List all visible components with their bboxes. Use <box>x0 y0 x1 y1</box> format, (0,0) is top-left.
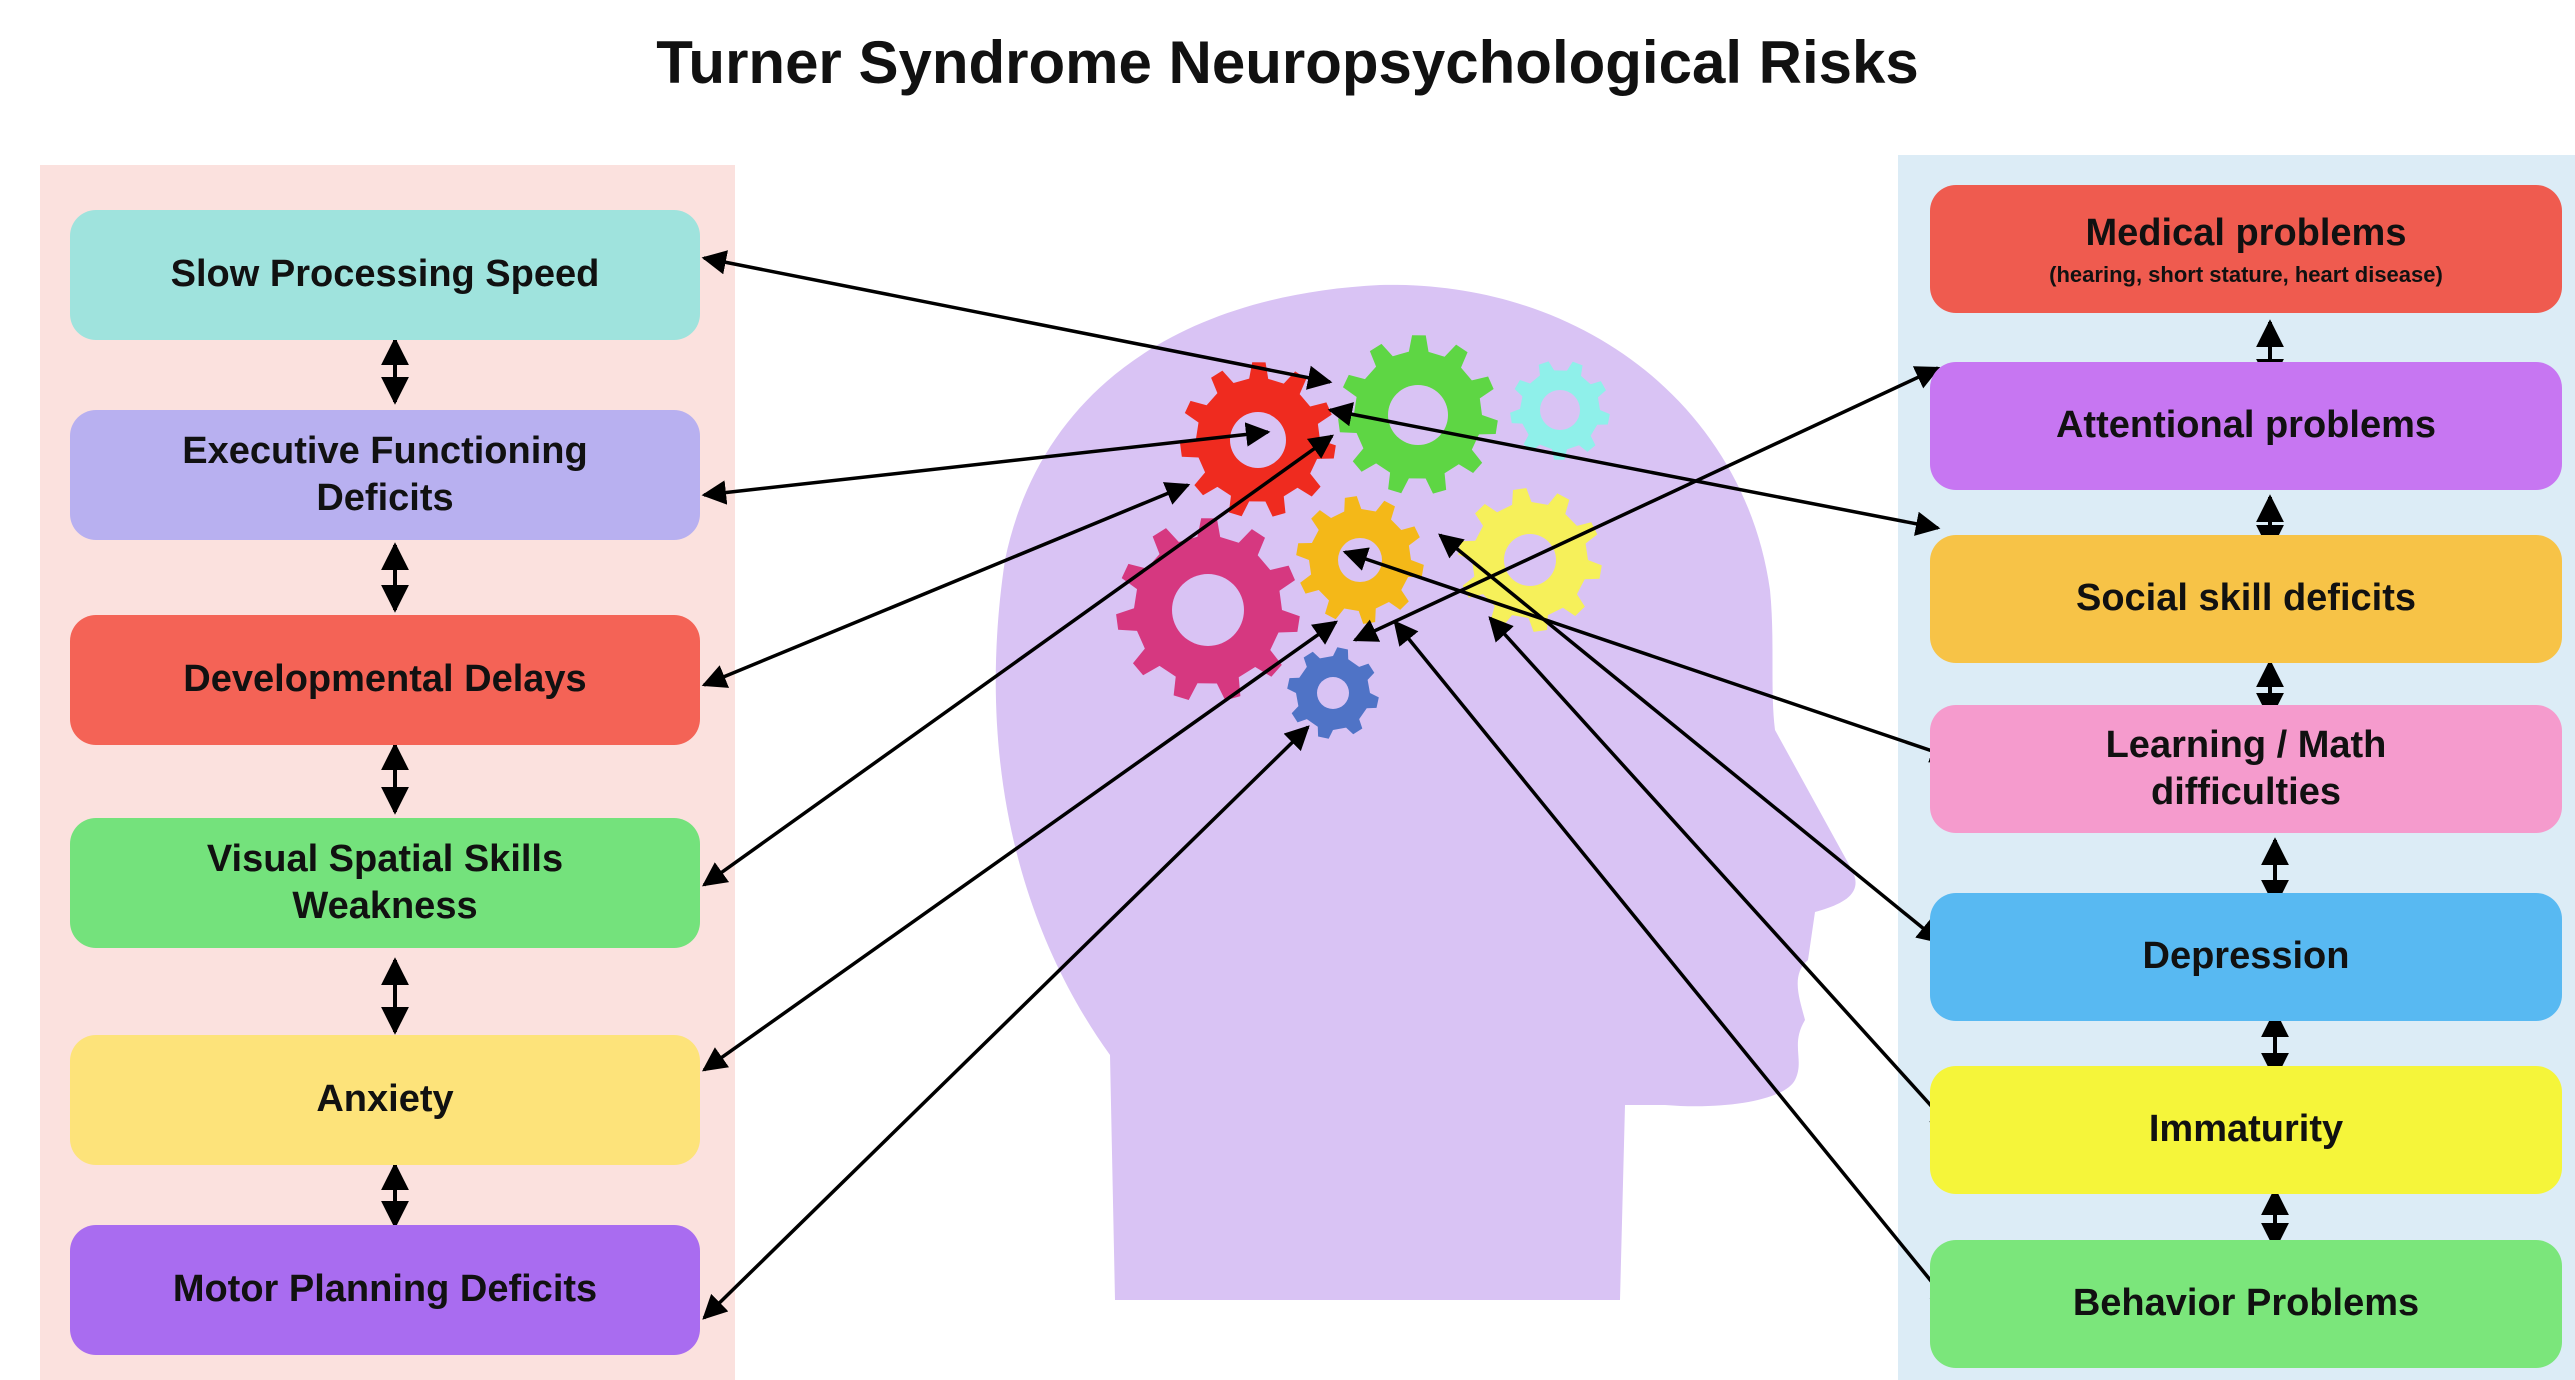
item-label: Anxiety <box>316 1076 453 1124</box>
item-sublabel: (hearing, short stature, heart disease) <box>2049 261 2443 289</box>
item-label: Motor Planning Deficits <box>173 1266 597 1314</box>
gear-hole <box>1540 390 1580 430</box>
item-label: Behavior Problems <box>2073 1280 2419 1328</box>
gear-hole <box>1230 412 1286 468</box>
item-label: Attentional problems <box>2056 402 2436 450</box>
item-label: Executive Functioning <box>182 428 587 476</box>
item-label-line2: Weakness <box>292 883 477 931</box>
item-label-line2: difficulties <box>2151 769 2341 817</box>
item-label: Learning / Math <box>2106 722 2387 770</box>
item-label: Immaturity <box>2149 1106 2343 1154</box>
right-item-learning-math: Learning / Math difficulties <box>1930 705 2562 833</box>
right-item-social-skill-deficits: Social skill deficits <box>1930 535 2562 663</box>
item-label-line2: Deficits <box>316 475 453 523</box>
left-item-visual-spatial: Visual Spatial Skills Weakness <box>70 818 700 948</box>
gear-hole <box>1388 385 1448 445</box>
left-item-motor-planning: Motor Planning Deficits <box>70 1225 700 1355</box>
item-label: Depression <box>2143 933 2350 981</box>
item-label: Visual Spatial Skills <box>207 836 563 884</box>
left-item-executive-functioning: Executive Functioning Deficits <box>70 410 700 540</box>
right-item-immaturity: Immaturity <box>1930 1066 2562 1194</box>
right-item-depression: Depression <box>1930 893 2562 1021</box>
right-item-medical-problems: Medical problems (hearing, short stature… <box>1930 185 2562 313</box>
left-item-anxiety: Anxiety <box>70 1035 700 1165</box>
right-item-attentional-problems: Attentional problems <box>1930 362 2562 490</box>
item-label: Developmental Delays <box>183 656 586 704</box>
left-item-slow-processing-speed: Slow Processing Speed <box>70 210 700 340</box>
gear-hole <box>1172 574 1244 646</box>
gear-hole <box>1338 538 1382 582</box>
item-label: Slow Processing Speed <box>171 251 600 299</box>
item-label: Social skill deficits <box>2076 575 2416 623</box>
left-item-developmental-delays: Developmental Delays <box>70 615 700 745</box>
gear-hole <box>1317 677 1349 709</box>
right-item-behavior-problems: Behavior Problems <box>1930 1240 2562 1368</box>
item-label: Medical problems <box>2086 210 2407 258</box>
